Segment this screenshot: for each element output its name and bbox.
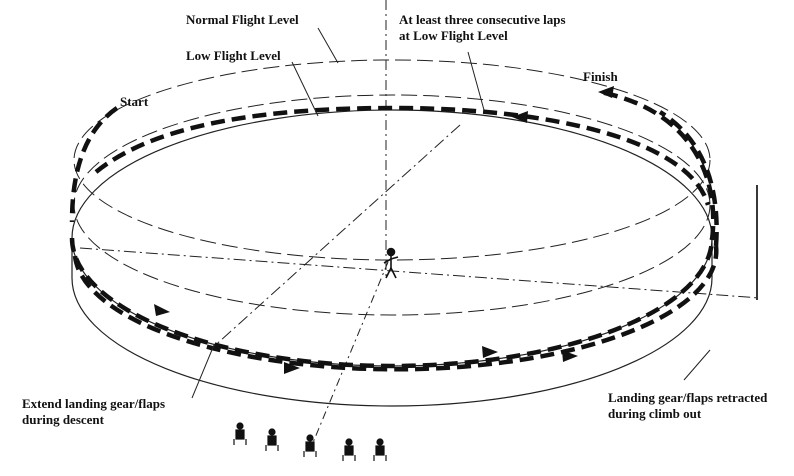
arrow-bottom-center-1 [482, 346, 498, 358]
start-label: Start [120, 94, 149, 109]
arrow-bottom-right [562, 350, 578, 362]
finish-label: Finish [583, 69, 618, 84]
flight-path-climb-out [599, 89, 716, 241]
flight-path-descent [69, 106, 119, 223]
leader-retract-gear [683, 349, 711, 381]
arrow-bottom-left [284, 362, 300, 374]
sightline-to-observers [311, 261, 389, 446]
retract-gear-label-line1: Landing gear/flaps retracted [608, 390, 768, 405]
observer-4 [342, 438, 356, 461]
observers-group [233, 422, 387, 461]
leader-extend-gear [191, 344, 215, 399]
flight-path-top-lap [94, 105, 711, 206]
diagonal-axis [209, 124, 461, 351]
extend-gear-label-line2: during descent [22, 412, 105, 427]
observer-1 [233, 422, 247, 445]
flight-path-lap-1 [69, 237, 715, 369]
retract-gear-label-line2: during climb out [608, 406, 702, 421]
observer-3 [303, 434, 317, 457]
leader-normal-flight-level [317, 27, 339, 64]
leader-low-flight-level [291, 61, 319, 117]
extend-gear-label-line1: Extend landing gear/flaps [22, 396, 165, 411]
ground-reference-lines [79, 0, 761, 446]
leader-lines [191, 27, 711, 399]
low-flight-level-ellipse [73, 94, 711, 316]
horizontal-center-axis [79, 247, 761, 299]
direction-arrows [154, 86, 614, 374]
flight-path-right-climb [658, 110, 719, 247]
pilot-figure [383, 247, 399, 279]
consecutive-laps-label-line2: at Low Flight Level [399, 28, 508, 43]
observer-2 [265, 428, 279, 451]
observer-5 [373, 438, 387, 461]
arrow-upper-right [512, 111, 528, 123]
arrow-left-lower [154, 304, 170, 316]
normal-flight-level-label: Normal Flight Level [186, 12, 299, 27]
leader-consecutive-laps [467, 51, 485, 111]
arrow-finish [598, 86, 614, 98]
consecutive-laps-label-line1: At least three consecutive laps [399, 12, 566, 27]
flight-path-lap-2 [72, 245, 719, 372]
ground-circle-lower-edge [71, 277, 713, 407]
low-flight-level-label: Low Flight Level [186, 48, 281, 63]
normal-flight-level-ellipse [73, 59, 711, 261]
flight-path [69, 89, 719, 372]
